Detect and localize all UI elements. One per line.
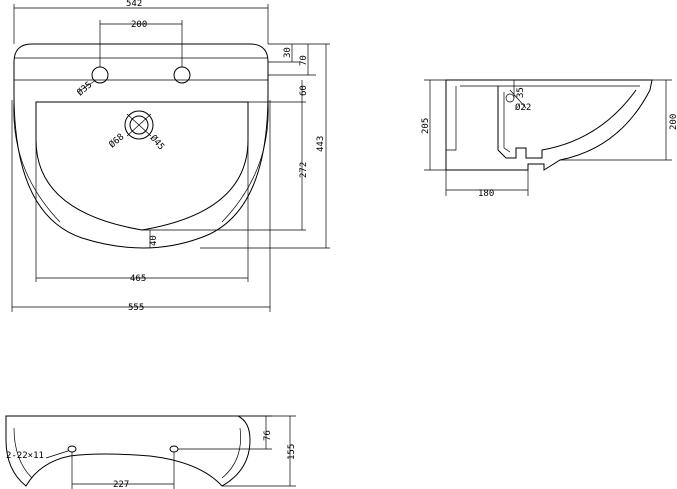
dim-180: 180 (478, 189, 494, 199)
dim-272: 272 (299, 162, 309, 178)
dim-155: 155 (287, 444, 297, 460)
dim-542: 542 (126, 0, 142, 9)
fixing-hole-left (67, 445, 77, 453)
side-back-wall (446, 86, 457, 151)
fixing-hole-right (169, 445, 179, 453)
basin-outer-outline (13, 43, 269, 249)
waste-inner-circle (129, 115, 149, 135)
dim-555: 555 (128, 303, 144, 313)
dim-205: 205 (421, 118, 431, 134)
dim-465: 465 (130, 274, 146, 284)
dim-227: 227 (113, 480, 129, 489)
dim-35: 35 (516, 87, 526, 98)
side-profile-outer (445, 79, 653, 171)
bowl-outline (35, 101, 249, 231)
overflow-channel-inner (503, 92, 511, 153)
rear-profile (5, 415, 251, 487)
rear-profile-inner-right (221, 427, 241, 479)
waste-cross-2 (126, 113, 152, 137)
dim-76: 76 (263, 430, 273, 441)
dim-70: 70 (299, 55, 309, 66)
dim-tap-hole: Ø35 (75, 79, 95, 98)
dim-60: 60 (299, 85, 309, 96)
top-view: 542 200 Ø35 Ø68 Ø45 30 70 60 272 443 (11, 0, 330, 313)
overflow-hole (505, 93, 515, 103)
basin-flank-right (221, 99, 269, 223)
rear-view: 2-22×11 76 155 227 (5, 415, 297, 489)
waste-outer-circle (124, 110, 154, 140)
dim-443: 443 (316, 136, 326, 152)
basin-flank (13, 99, 61, 223)
dim-30: 30 (283, 47, 293, 58)
rear-profile-inner (13, 427, 33, 479)
dim-40: 40 (149, 235, 159, 246)
dim-200-side: 200 (669, 114, 677, 130)
tap-hole-right (173, 66, 191, 84)
dim-200: 200 (131, 20, 147, 30)
side-view: Ø22 35 205 200 180 (421, 79, 677, 199)
dim-overflow-hole: Ø22 (515, 102, 531, 113)
dim-waste-outer: Ø68 (107, 131, 127, 150)
overflow-channel (497, 86, 637, 159)
tap-hole-left (91, 66, 109, 84)
dim-fixing-holes: 2-22×11 (6, 451, 44, 461)
